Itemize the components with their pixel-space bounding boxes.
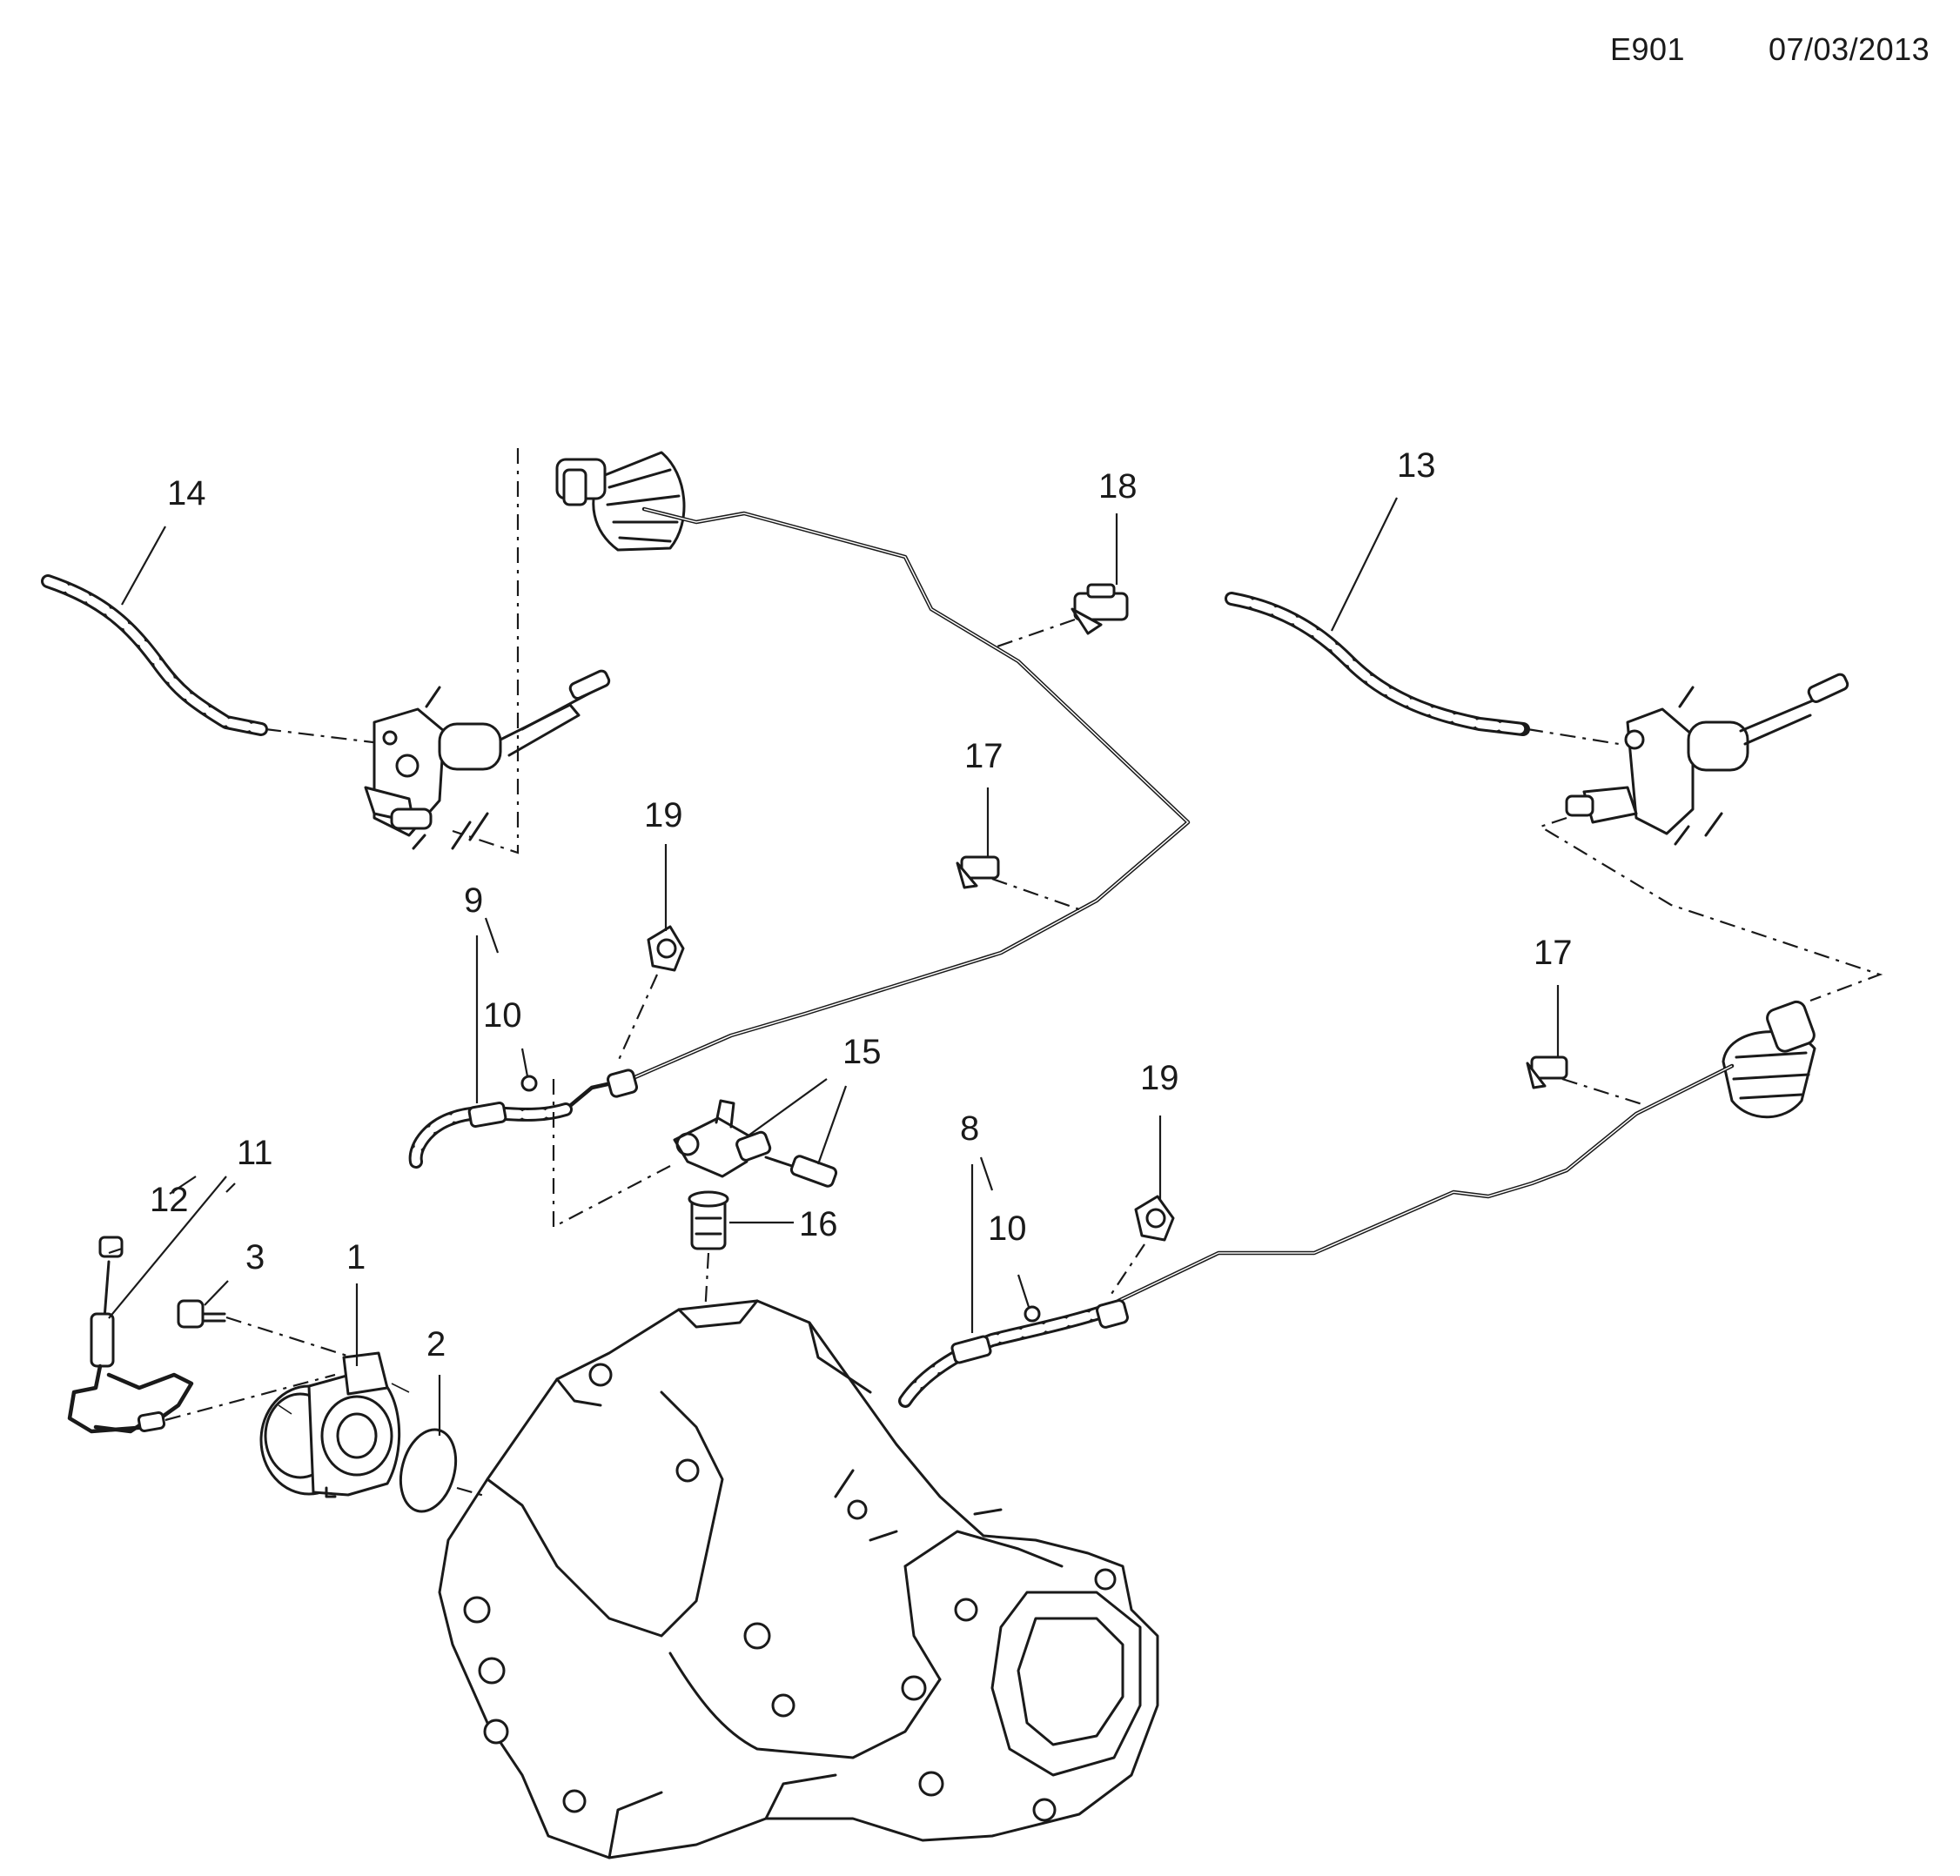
- leader-11b: [225, 1183, 236, 1193]
- callout-17b: 17: [1534, 934, 1573, 972]
- dash-17-right: [1561, 1077, 1646, 1107]
- oring-10-left[interactable]: [520, 1075, 538, 1092]
- part-15-bleed-screw[interactable]: [764, 1155, 838, 1188]
- part-3-bolt[interactable]: [177, 1299, 226, 1329]
- dash-13-to-master: [1527, 727, 1620, 746]
- master-cylinder-left[interactable]: [364, 669, 611, 850]
- leader-12: [169, 1176, 197, 1195]
- diagram-date: 07/03/2013: [1769, 31, 1930, 67]
- leader-10a-b: [520, 1048, 529, 1077]
- callout-18: 18: [1098, 467, 1138, 506]
- part-19-clip-right[interactable]: [1134, 1195, 1175, 1242]
- part-15-t-connector[interactable]: [673, 1099, 772, 1178]
- callout-12: 12: [150, 1181, 189, 1219]
- callout-11: 11: [237, 1134, 273, 1172]
- callout-19b: 19: [1140, 1059, 1179, 1097]
- callout-8: 8: [960, 1109, 979, 1148]
- leader-10a: [484, 917, 500, 954]
- dash-17-left: [991, 877, 1080, 911]
- callout-14: 14: [167, 474, 206, 513]
- master-cylinder-right[interactable]: [1565, 673, 1849, 846]
- part-11-sensor-cable[interactable]: [67, 1260, 194, 1434]
- callout-2: 2: [426, 1325, 446, 1363]
- callout-16: 16: [799, 1205, 838, 1243]
- callout-15: 15: [842, 1033, 882, 1071]
- part-12-cap[interactable]: [98, 1236, 124, 1258]
- callout-13: 13: [1397, 446, 1436, 485]
- dash-11-to-slave: [164, 1373, 336, 1422]
- hose-9[interactable]: [408, 1069, 639, 1169]
- dash-19-right: [1109, 1243, 1145, 1297]
- leader-11: [108, 1176, 227, 1319]
- leader-14: [121, 526, 166, 606]
- oring-10-right[interactable]: [1024, 1305, 1041, 1323]
- leader-3: [204, 1280, 229, 1306]
- part-19-clip-left[interactable]: [647, 925, 685, 972]
- reservoir-cap-right[interactable]: [1722, 1000, 1816, 1119]
- slave-detail-line: [278, 1383, 410, 1415]
- callout-17a: 17: [964, 737, 1003, 775]
- dash-right-bracket: [1538, 816, 1883, 1002]
- part-17-clip-left[interactable]: [956, 855, 1000, 889]
- pipe-right[interactable]: [1116, 1063, 1735, 1303]
- callout-1: 1: [346, 1238, 366, 1276]
- callout-9: 9: [464, 881, 483, 920]
- part-14-hose[interactable]: [41, 574, 268, 736]
- leader-15a: [748, 1078, 828, 1136]
- dash-14-to-master: [265, 727, 388, 746]
- dash-3-to-slave: [225, 1316, 353, 1359]
- diagram-code: E901: [1610, 31, 1686, 67]
- callout-19a: 19: [644, 796, 683, 834]
- leader-8b: [979, 1156, 994, 1191]
- dash-19-left: [616, 974, 659, 1062]
- gearbox-housing: [438, 1299, 1159, 1859]
- hose-8[interactable]: [898, 1299, 1129, 1408]
- dash-left-lower: [552, 1079, 671, 1229]
- part-2-oring[interactable]: [393, 1424, 465, 1518]
- part-1-slave-cylinder[interactable]: [259, 1351, 401, 1498]
- leader-10b: [1017, 1274, 1030, 1308]
- part-17-clip-right[interactable]: [1526, 1055, 1568, 1089]
- callout-10b: 10: [988, 1209, 1027, 1248]
- dash-18-to-pipe: [991, 618, 1076, 650]
- callout-3: 3: [245, 1238, 265, 1276]
- callout-10a: 10: [483, 996, 522, 1035]
- part-13-hose[interactable]: [1225, 592, 1530, 736]
- leader-13: [1331, 497, 1398, 632]
- part-16-bleeder[interactable]: [688, 1190, 729, 1250]
- dash-slave-to-housing: [456, 1486, 488, 1498]
- part-18-clip[interactable]: [1071, 583, 1129, 635]
- leader-15b: [816, 1085, 848, 1165]
- leader-12b: [108, 1247, 123, 1255]
- reservoir-cap-left[interactable]: [555, 451, 686, 552]
- dash-left-bracket: [452, 448, 520, 854]
